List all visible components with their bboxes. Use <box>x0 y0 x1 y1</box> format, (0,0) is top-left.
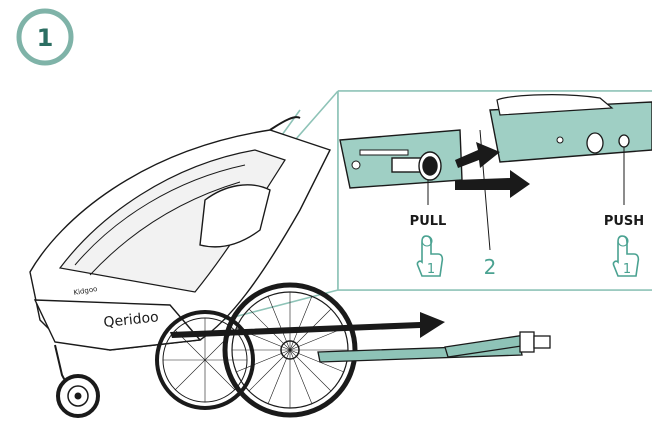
front-wheel <box>55 345 98 416</box>
step-number: 1 <box>37 24 54 52</box>
push-label: PUSH <box>604 214 644 229</box>
rear-wheel <box>225 285 355 415</box>
sequence-number: 2 <box>484 255 497 279</box>
hand-step-number: 1 <box>427 262 435 277</box>
hand-step-number: 1 <box>623 262 631 277</box>
trailer-illustration <box>30 117 330 350</box>
detail-callout-panel: PULL PUSH 2 1 1 <box>338 91 652 290</box>
middle-wheel <box>157 312 253 408</box>
step-badge: 1 <box>19 11 71 63</box>
pull-label: PULL <box>410 214 447 229</box>
